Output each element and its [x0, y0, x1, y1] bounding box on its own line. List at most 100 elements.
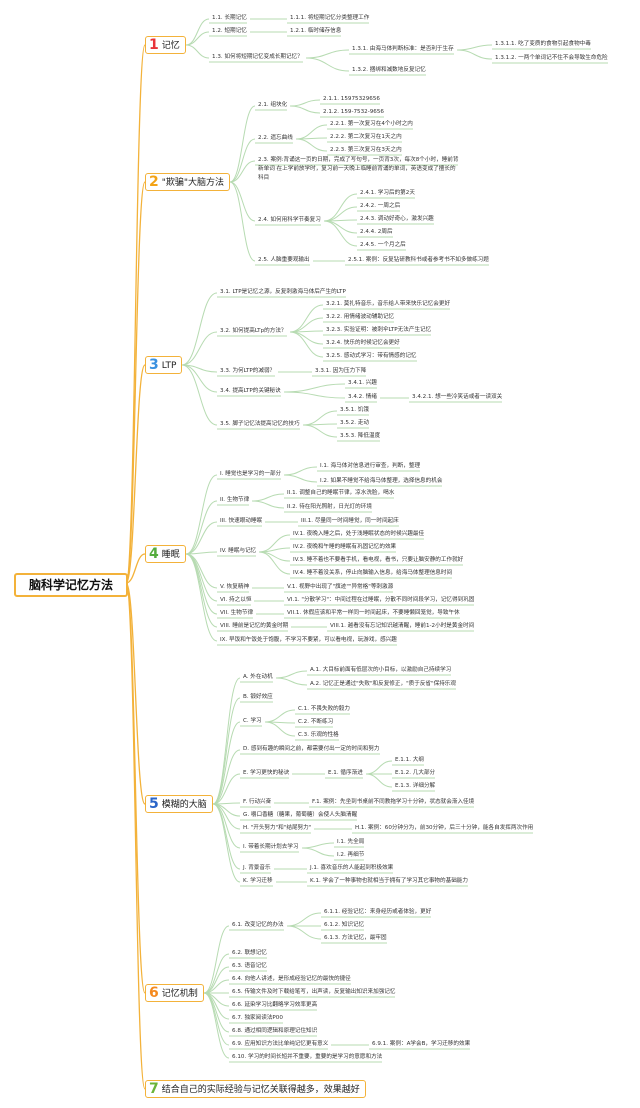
- b6-node[interactable]: 6.2. 联想记忆: [232, 950, 267, 956]
- b4-node[interactable]: I.1. 海马体对信息进行审查，判断，整理: [320, 463, 421, 469]
- b3-node[interactable]: 3.2.4. 快乐的时候记忆会更好: [326, 340, 400, 346]
- b5-node[interactable]: D. 感到有趣的瞬间之前，都需要付出一定的时间和努力: [243, 746, 380, 752]
- b4-node[interactable]: IV.4. 睡不着没关系，停止向脑输入信息，给海马体整理信息时间: [293, 570, 453, 576]
- b3-node[interactable]: 3.2.1. 莫扎特音乐，音乐给人带来快乐记忆会更好: [326, 301, 451, 307]
- b2-node[interactable]: 2.1. 组块化: [258, 102, 288, 108]
- b2-node[interactable]: 2.4.2. 一周之后: [360, 203, 401, 209]
- b5-node[interactable]: F. 行动兴奋: [243, 799, 272, 805]
- b5-node[interactable]: E.1. 循序渐进: [328, 770, 363, 776]
- b5-node[interactable]: A. 外在动机: [243, 674, 273, 680]
- b4-node[interactable]: IV.3. 睡不着也不要看手机，看电视，看书，只要让脑安静的工作就好: [293, 557, 464, 563]
- b1-node[interactable]: 1.3.1.1. 吃了变质的食物引起食物中毒: [495, 41, 591, 47]
- b1-node[interactable]: 1.3.2. 捆绑和减数地反复记忆: [352, 67, 426, 73]
- b5-node[interactable]: C.1. 不畏失败的毅力: [298, 706, 350, 712]
- b5-node[interactable]: H. "开头努力"和"结尾努力": [243, 825, 312, 831]
- b5-node[interactable]: A.2. 记忆正是通过"失败"和反复修正，"质于反省"保持乐观: [310, 681, 456, 687]
- b1-node[interactable]: 1.3.1.2. 一两个单词记不住不会导致生命危险: [495, 55, 608, 61]
- b3-node[interactable]: 3.4.2. 情绪: [348, 394, 377, 400]
- b5-node[interactable]: A.1. 大目标前面有低层次的小目标，以激励自己持续学习: [310, 667, 452, 673]
- b2-node[interactable]: 2.3. 案例:背诵这一页的日期，完成了写句号，一页背3次，每次8个小时，睡前背: [258, 157, 459, 163]
- b2-node[interactable]: 2.1.2. 159-7532-9656: [323, 109, 384, 115]
- b2-node[interactable]: 2.5.1. 案例：反复钻研教科书或者参考书不如多做练习题: [348, 257, 489, 263]
- b3-node[interactable]: 3.5. 脚子记忆法提高记忆的技巧: [220, 421, 300, 427]
- b6-node[interactable]: 6.1.2. 知识记忆: [324, 922, 365, 928]
- b3-node[interactable]: 3.3. 为何LTP的减弱？: [220, 368, 276, 374]
- b3-node[interactable]: 3.2.2. 用情绪波动辅助记忆: [326, 314, 395, 320]
- b6-node[interactable]: 6.7. 独家阅读法P00: [232, 1015, 283, 1021]
- b5-node[interactable]: G. 嚼口香糖（糖果，葡萄糖）会使人头脑清醒: [243, 812, 358, 818]
- b4-node[interactable]: I. 睡觉也是学习的一部分: [220, 471, 282, 477]
- b2-node[interactable]: 2.4. 如何用科学节奏复习: [258, 217, 321, 223]
- b4-node[interactable]: VI. 持之以恒: [220, 597, 252, 603]
- b4-node[interactable]: VIII. 睡前是记忆的黄金时期: [220, 623, 289, 629]
- b4-node[interactable]: III.1. 尽量同一时间睡觉，同一时间起床: [301, 518, 399, 524]
- b2-node[interactable]: 2.5. 人脑重要观输出: [258, 257, 310, 263]
- b6-node[interactable]: 6.10. 学习的时间长短并不重要，重要的是学习的意愿和方法: [232, 1054, 383, 1060]
- b4-node[interactable]: V.1. 视野中出现了"旗迹""异常格"等刺激源: [287, 584, 394, 590]
- b6-node[interactable]: 6.9.1. 案例：A学会B，学习迁移的效果: [372, 1041, 471, 1047]
- b3-node[interactable]: 3.2.3. 实验证明：被刺伞LTP无法产生记忆: [326, 327, 432, 333]
- b3-node[interactable]: 3.4. 提高LTP的关键秘诀: [220, 388, 281, 394]
- b4-node[interactable]: VII. 生物节律: [220, 610, 254, 616]
- b6-node[interactable]: 6.9. 应用知识方法比单纯记忆更有意义: [232, 1041, 329, 1047]
- b5-node[interactable]: K. 学习迁移: [243, 878, 273, 884]
- b4-node[interactable]: VI.1. "分散学习"：中间过程在过睡眠，分散不同时间段学习，记忆得到巩固: [287, 597, 475, 603]
- b5-node[interactable]: J.1. 喜欢音乐的人能起到积极效果: [310, 865, 394, 871]
- b2-node[interactable]: 2.4.1. 学习后的第2天: [360, 190, 415, 196]
- b2-node[interactable]: 2.4.3. 调动好奇心，激发兴趣: [360, 216, 434, 222]
- b6-node[interactable]: 6.8. 通过相同逻辑和原理记住知识: [232, 1028, 318, 1034]
- b5-node[interactable]: B. 锻好效应: [243, 694, 273, 700]
- b1-node[interactable]: 1.2. 短期记忆: [212, 28, 247, 34]
- b5-node[interactable]: E.1.3. 详细分解: [395, 783, 436, 789]
- b2-node[interactable]: 2.1.1. 15975329656: [323, 96, 380, 102]
- b3-node[interactable]: 3.4.1. 兴趣: [348, 380, 377, 386]
- b1-node[interactable]: 1.1. 长期记忆: [212, 15, 247, 21]
- b3-node[interactable]: 3.5.3. 降低温度: [340, 433, 381, 439]
- b5-node[interactable]: I. 带着长期计划去学习: [243, 844, 299, 850]
- b1-node[interactable]: 1.3. 如何将短期记忆变成长期记忆？: [212, 54, 303, 60]
- b6-node[interactable]: 6.1.3. 方法记忆，最牢固: [324, 935, 387, 941]
- b5-node[interactable]: C.2. 不断练习: [298, 719, 334, 725]
- b5-node[interactable]: E.1.2. 几大部分: [395, 770, 436, 776]
- b4-node[interactable]: VII.1. 休假应该和平常一样同一时间起床，不要睡懒回笼觉，导致午休: [287, 610, 460, 616]
- b3-node[interactable]: 3.2. 如何提高LTp的方法？: [220, 328, 287, 334]
- b4-node[interactable]: IV.2. 夜晚和午睡的睡眠有巩固记忆的效果: [293, 544, 397, 550]
- b5-node[interactable]: J. 背景音乐: [243, 865, 271, 871]
- b6-node[interactable]: 6.1.1. 经验记忆：来身经历或者体验，更好: [324, 909, 432, 915]
- b3-node[interactable]: 3.5.2. 走动: [340, 420, 369, 426]
- b2-node[interactable]: 2.4.5. 一个月之后: [360, 242, 406, 248]
- b4-node[interactable]: IX. 早饭和午饭处于饱腹，不学习不要紧，可以看电视，玩游戏，感兴趣: [220, 637, 397, 643]
- b5-node[interactable]: I.1. 先全局: [337, 839, 365, 845]
- b5-node[interactable]: I.2. 再细节: [337, 852, 365, 858]
- b1-node[interactable]: 1.1.1. 将短期记忆分类整理工作: [290, 15, 370, 21]
- b2-node[interactable]: 2.4.4. 2周后: [360, 229, 393, 235]
- b4-node[interactable]: I.2. 如果不睡觉不给海马体整理，选择信息的机会: [320, 478, 443, 484]
- b1-node[interactable]: 1.3.1. 由海马体判断标准：是否利于生存: [352, 46, 454, 52]
- b6-node[interactable]: 6.3. 语音记忆: [232, 963, 267, 969]
- b5-node[interactable]: C. 学习: [243, 718, 262, 724]
- b5-node[interactable]: H.1. 案例：60分钟分为，前30分钟，后三十分钟，能各自发挥两次作用: [355, 825, 534, 831]
- b2-node[interactable]: 新单词 在上学前放学时，复习前一天晚上临睡前背诵的单词，英语变成了擅长的: [258, 166, 456, 172]
- b2-node[interactable]: 2.2.2. 第二次复习在1天之内: [330, 134, 402, 140]
- b2-node[interactable]: 2.2.1. 第一次复习在4个小时之内: [330, 121, 413, 127]
- b5-node[interactable]: F.1. 案例：先坐到书桌前不同教拖学习十分钟，状态就会渐入佳境: [312, 799, 475, 805]
- b6-node[interactable]: 6.1. 改变记忆的办法: [232, 922, 284, 928]
- b6-node[interactable]: 6.6. 延染学习比翻略学习效率更高: [232, 1002, 318, 1008]
- b4-node[interactable]: V. 恢复精神: [220, 584, 250, 590]
- b3-node[interactable]: 3.2.5. 感动式学习：带有情感的记忆: [326, 353, 417, 359]
- branch-2[interactable]: 2"欺骗"大脑方法: [145, 173, 231, 191]
- b3-node[interactable]: 3.3.1. 因为压力下降: [315, 368, 367, 374]
- b4-node[interactable]: VIII.1. 越看没有忘记知识越清醒，睡前1-2小时是黄金时间: [330, 623, 475, 629]
- b2-node[interactable]: 2.2.3. 第三次复习在3天之内: [330, 147, 402, 153]
- b3-node[interactable]: 3.5.1. 饥饿: [340, 407, 369, 413]
- b4-node[interactable]: II.1. 调整自己的睡眠节律，凉水洗脸，喝水: [287, 490, 395, 496]
- b4-node[interactable]: IV.1. 夜晚入睡之后，处于浅睡眠状态的时候兴趣最佳: [293, 531, 425, 537]
- b5-node[interactable]: E. 学习更快的秘诀: [243, 770, 290, 776]
- b5-node[interactable]: K.1. 学会了一种事物也就相当于拥有了学习其它事物的基础能力: [310, 878, 468, 884]
- b3-node[interactable]: 3.4.2.1. 想一些冷笑话或者一读双关: [412, 394, 503, 400]
- b5-node[interactable]: E.1.1. 大纲: [395, 757, 424, 763]
